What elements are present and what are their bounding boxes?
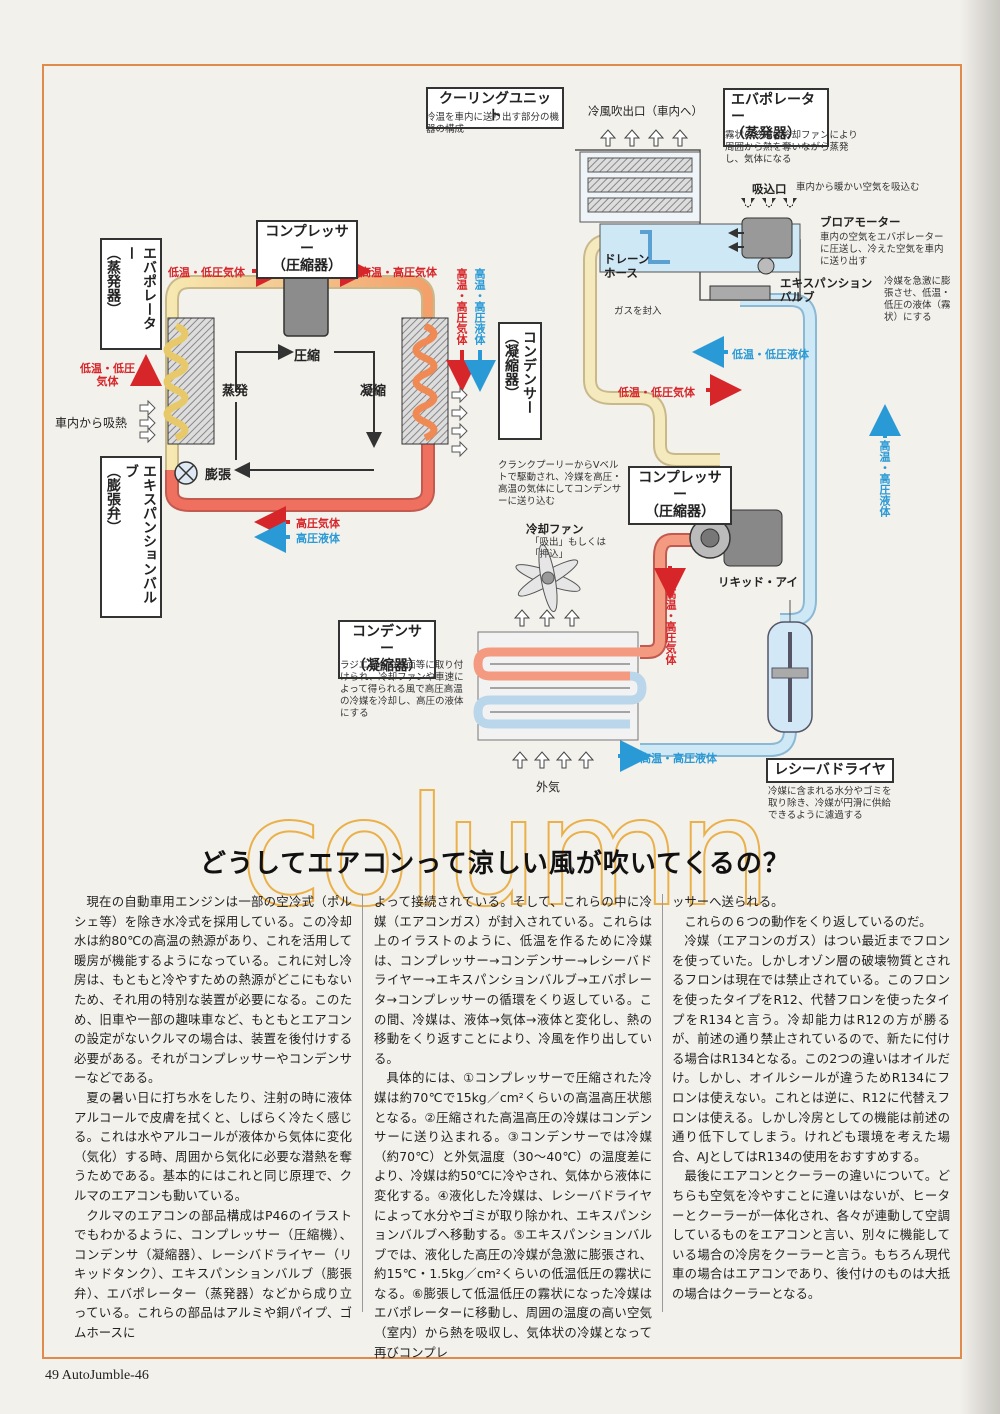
right-compressor-label: コンプレッサー （圧縮器）	[628, 466, 732, 525]
cooling-unit-label: クーリングユニット	[426, 87, 564, 129]
right-high-temp-liquid-vertical: 高温・高圧液体	[878, 440, 891, 517]
gas-sealed-label: ガスを封入	[614, 306, 662, 317]
receiver-dryer-note: 冷媒に含まれる水分やゴミを取り除き、冷媒が円滑に供給できるように濾過する	[768, 786, 892, 821]
col3-paragraph: 最後にエアコンとクーラーの違いについて。どちらも空気を冷やすことに違いはないが、…	[672, 1168, 950, 1301]
col3-paragraph: 冷媒（エアコンのガス）はつい最近までフロンを使っていた。しかしオゾン層の破壊物質…	[672, 933, 950, 1164]
magazine-name: AutoJumble-46	[61, 1368, 149, 1383]
col3-paragraph: ッサーへ送られる。	[672, 894, 784, 909]
column-divider	[362, 894, 363, 1312]
intake-label: 吸込口	[752, 182, 787, 196]
left-low-temp-gas-label: 低温・低圧気体	[168, 266, 245, 279]
pulley-note: クランクプーリーからVベルトで駆動され、冷媒を高圧・高温の気体にしてコンデンサー…	[498, 460, 622, 507]
cabin-heat-absorb-label: 車内から吸熱	[55, 416, 128, 430]
right-evaporator-note: 霧状の冷媒は冷却ファンにより周囲から熱を奪いながら蒸発し、気体になる	[725, 130, 858, 165]
article-headline: どうしてエアコンって涼しい風が吹いてくるの？	[200, 849, 790, 879]
right-expansion-valve-note: 冷媒を急激に膨張させ、低温・低圧の液体（霧状）にする	[884, 276, 951, 323]
right-high-temp-liquid-label: 高温・高圧液体	[640, 752, 717, 765]
col1-paragraph: 現在の自動車用エンジンは一部の空冷式（ポルシェ等）を除き水冷式を採用している。こ…	[74, 894, 352, 1086]
blower-motor-note: 車内の空気をエバポレーターに圧送し、冷えた空気を車内に送り出す	[820, 232, 944, 267]
cooling-fan-note: 「吸出」もしくは 「押込」	[530, 537, 607, 560]
cycle-expansion-label: 膨張	[205, 468, 232, 483]
cycle-evaporation-label: 蒸発	[222, 384, 249, 399]
right-low-temp-gas-label: 低温・低圧気体	[618, 386, 695, 399]
aircon-diagram	[130, 129, 901, 772]
col2-paragraph: よって接続されている。そして、これらの中に冷媒（エアコンガス）が封入されている。…	[374, 894, 652, 1066]
left-high-press-liquid-label: 高圧液体	[296, 532, 340, 545]
cooling-fan-label: 冷却ファン	[526, 522, 584, 536]
left-expansion-valve-label: エキスパンションバルブ （膨張弁）	[100, 456, 162, 618]
col2-paragraph: 具体的には、①コンプレッサーで圧縮された冷媒は約70℃で15kg／cm²くらいの…	[374, 1070, 652, 1360]
intake-note: 車内から暖かい空気を吸込む	[796, 182, 920, 193]
cycle-condensation-label: 凝縮	[360, 384, 387, 399]
column-divider	[662, 894, 663, 1312]
blower-motor-label: ブロアモーター	[820, 215, 901, 229]
left-high-temp-gas-vertical: 高温・高圧気体	[455, 268, 468, 345]
drain-hose-label: ドレーン ホース	[604, 252, 650, 280]
outlet-label: 冷風吹出口（車内へ）	[588, 104, 703, 118]
page-gutter-shadow	[960, 0, 1000, 1414]
receiver-dryer-label: レシーバドライヤ	[766, 758, 894, 783]
right-condenser-label: コンデンサー （凝縮器）	[338, 620, 436, 679]
right-system-diagram	[473, 129, 901, 772]
right-low-temp-liquid-label: 低温・低圧液体	[732, 348, 809, 361]
left-cycle-diagram	[130, 255, 496, 553]
cooling-fan-graphic	[515, 543, 581, 613]
left-condenser-label: コンデンサー （凝縮器）	[498, 322, 542, 440]
right-expansion-valve-label: エキスパンション バルブ	[780, 276, 873, 304]
left-low-temp-gas-side-label: 低温・低圧 気体	[80, 362, 135, 388]
article-column-2: よって接続されている。そして、これらの中に冷媒（エアコンガス）が封入されている。…	[374, 892, 652, 1362]
left-high-temp-gas-label: 高温・高圧気体	[360, 266, 437, 279]
column-watermark: column	[239, 766, 773, 940]
article-column-3: ッサーへ送られる。 これらの６つの動作をくり返しているのだ。 冷媒（エアコンのガ…	[672, 892, 950, 1303]
right-high-temp-gas-vertical: 高温・高圧気体	[664, 588, 677, 665]
article-column-1: 現在の自動車用エンジンは一部の空冷式（ポルシェ等）を除き水冷式を採用している。こ…	[74, 892, 352, 1343]
outside-air-label: 外気	[536, 780, 561, 794]
right-condenser-note: ラジエターの前面等に取り付けられ、冷却ファンや車速によって得られる風で高圧高温の…	[340, 660, 464, 719]
left-high-temp-liquid-vertical: 高温・高圧液体	[473, 268, 486, 345]
left-compressor-label: コンプレッサー （圧縮器）	[256, 220, 358, 279]
left-high-press-gas-label: 高圧気体	[296, 517, 340, 530]
page-frame	[42, 64, 962, 1359]
left-evaporator-label: エバポレーター （蒸発器）	[100, 238, 162, 350]
col3-paragraph: これらの６つの動作をくり返しているのだ。	[684, 913, 932, 929]
page-footer: 49 AutoJumble-46	[45, 1368, 149, 1384]
col1-paragraph: 夏の暑い日に打ち水をしたり、注射の時に液体アルコールで皮膚を拭くと、しばらく冷た…	[74, 1089, 352, 1203]
liquid-eye-label: リキッド・アイ	[718, 575, 798, 589]
cycle-compression-label: 圧縮	[294, 349, 321, 364]
right-evaporator-label: エバポレーター （蒸発器）	[723, 88, 829, 147]
col1-paragraph: クルマのエアコンの部品構成はP46のイラストでもわかるように、コンプレッサー（圧…	[74, 1207, 352, 1341]
page-number: 49	[45, 1368, 59, 1383]
cooling-unit-note: 冷温を車内に送り出す部分の機器の構成	[426, 112, 560, 135]
